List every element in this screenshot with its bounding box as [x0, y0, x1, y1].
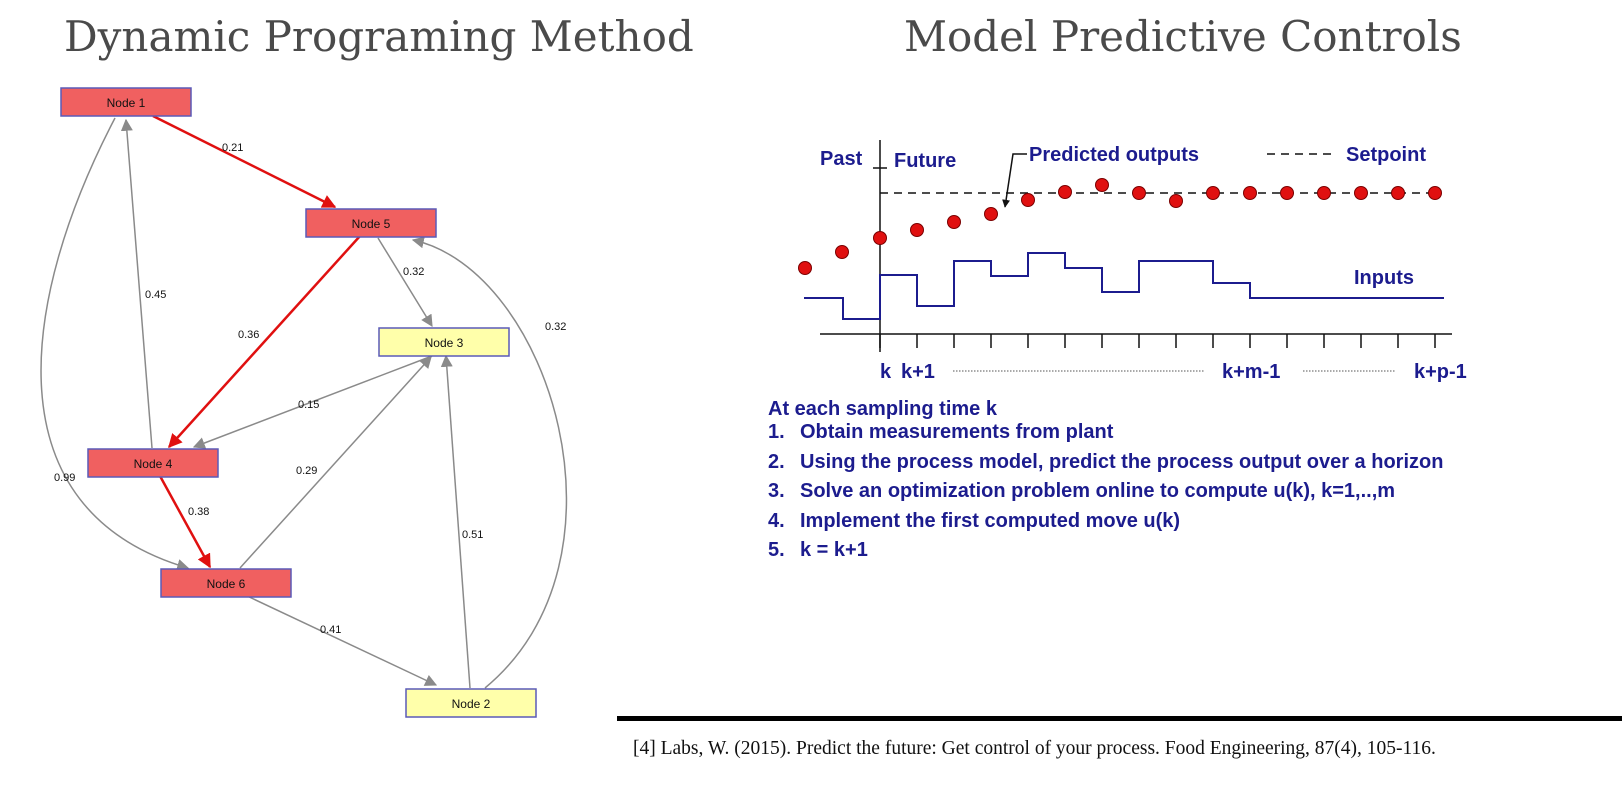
output-dot [1354, 186, 1368, 200]
citation: [4] Labs, W. (2015). Predict the future:… [633, 738, 1436, 759]
edge-weight-node2-node3: 0.51 [462, 529, 483, 541]
output-dot [1058, 185, 1072, 199]
mpc-input-signal [804, 252, 1444, 320]
edge-weight-node5-node4: 0.36 [238, 329, 259, 341]
graph-node-6: Node 6 [160, 568, 292, 598]
edge-weight-node6-node2: 0.41 [320, 624, 341, 636]
edge-node1-to-node6 [40, 117, 190, 571]
mpc-steps-list: 1.Obtain measurements from plant 2.Using… [768, 398, 1443, 566]
output-dot [1428, 186, 1442, 200]
graph-node-2: Node 2 [405, 688, 537, 718]
mpc-past-label: Past [820, 148, 863, 170]
mpc-step: 2.Using the process model, predict the p… [768, 450, 1444, 473]
output-dot [798, 261, 812, 275]
edge-node4-to-node6 [158, 475, 212, 569]
edge-weight-node3-node4: 0.15 [298, 399, 319, 411]
node-1-label: Node 1 [107, 96, 146, 110]
output-dot [873, 231, 887, 245]
output-dot [947, 215, 961, 229]
node-2-label: Node 2 [452, 697, 491, 711]
edge-weight-node4-node1: 0.45 [145, 289, 166, 301]
output-dot [984, 207, 998, 221]
mpc-setpoint-label: Setpoint [1346, 144, 1426, 166]
edge-node4-to-node1 [120, 118, 153, 449]
mpc-tick-k-plus-1: k+1 [901, 361, 935, 383]
node-4-label: Node 4 [134, 457, 173, 471]
output-dot [1169, 194, 1183, 208]
edge-node2-to-node3 [440, 354, 471, 689]
output-dot [835, 245, 849, 259]
edge-node5-to-node3 [377, 237, 433, 328]
node-5-label: Node 5 [352, 217, 391, 231]
mpc-inputs-label: Inputs [1354, 267, 1414, 289]
edge-node3-to-node4 [192, 355, 433, 449]
model-predictive-controls-title: Model Predictive Controls [904, 12, 1462, 61]
edge-weight-node5-node3: 0.32 [403, 266, 424, 278]
graph-node-1: Node 1 [60, 87, 192, 117]
mpc-step: 4.Implement the first computed move u(k) [768, 509, 1181, 532]
mpc-step: 1.Obtain measurements from plant [768, 421, 1114, 443]
dynamic-programming-title: Dynamic Programing Method [64, 12, 694, 61]
edge-node6-to-node3 [239, 356, 432, 569]
edge-weight-node4-node6: 0.38 [188, 506, 209, 518]
output-dot [1243, 186, 1257, 200]
mpc-output-dots [798, 178, 1442, 275]
mpc-step: 3.Solve an optimization problem online t… [768, 480, 1396, 502]
mpc-predicted-outputs-pointer [1002, 153, 1027, 208]
mpc-step: 5.k = k+1 [768, 539, 868, 561]
mpc-tick-k-plus-m-minus-1: k+m-1 [1222, 361, 1280, 383]
node-3-label: Node 3 [425, 336, 464, 350]
graph-node-5: Node 5 [305, 208, 437, 238]
node-6-label: Node 6 [207, 577, 246, 591]
mpc-tick-k-plus-p-minus-1: k+p-1 [1414, 361, 1467, 383]
output-dot [1280, 186, 1294, 200]
edge-node6-to-node2 [244, 594, 438, 686]
mpc-tick-marks [879, 334, 1436, 348]
edge-node5-to-node4 [168, 235, 361, 449]
output-dot [1317, 186, 1331, 200]
edge-weight-node1-node5: 0.21 [222, 142, 243, 154]
output-dot [1132, 186, 1146, 200]
edge-weight-node1-node6: 0.99 [54, 472, 75, 484]
graph-node-3: Node 3 [378, 327, 510, 357]
mpc-predicted-outputs-label: Predicted outputs [1029, 144, 1199, 166]
citation-divider [617, 716, 1622, 721]
output-dot [1021, 193, 1035, 207]
graph-node-4: Node 4 [87, 448, 219, 478]
output-dot [1095, 178, 1109, 192]
edge-weight-node2-node5: 0.32 [545, 321, 566, 333]
output-dot [1391, 186, 1405, 200]
output-dot [1206, 186, 1220, 200]
edge-node2-to-node5 [411, 236, 568, 689]
graph: 0.21 0.36 0.38 0.32 0.45 0.15 0.29 0.99 … [40, 87, 568, 718]
output-dot [910, 223, 924, 237]
mpc-future-label: Future [894, 150, 956, 172]
mpc-steps-heading: At each sampling time k [768, 398, 998, 420]
mpc-tick-k: k [880, 361, 892, 383]
mpc-diagram: Past Future Predicted outputs Setpoint I… [768, 140, 1467, 420]
edge-weight-node6-node3: 0.29 [296, 465, 317, 477]
edge-node1-to-node5 [152, 114, 337, 209]
